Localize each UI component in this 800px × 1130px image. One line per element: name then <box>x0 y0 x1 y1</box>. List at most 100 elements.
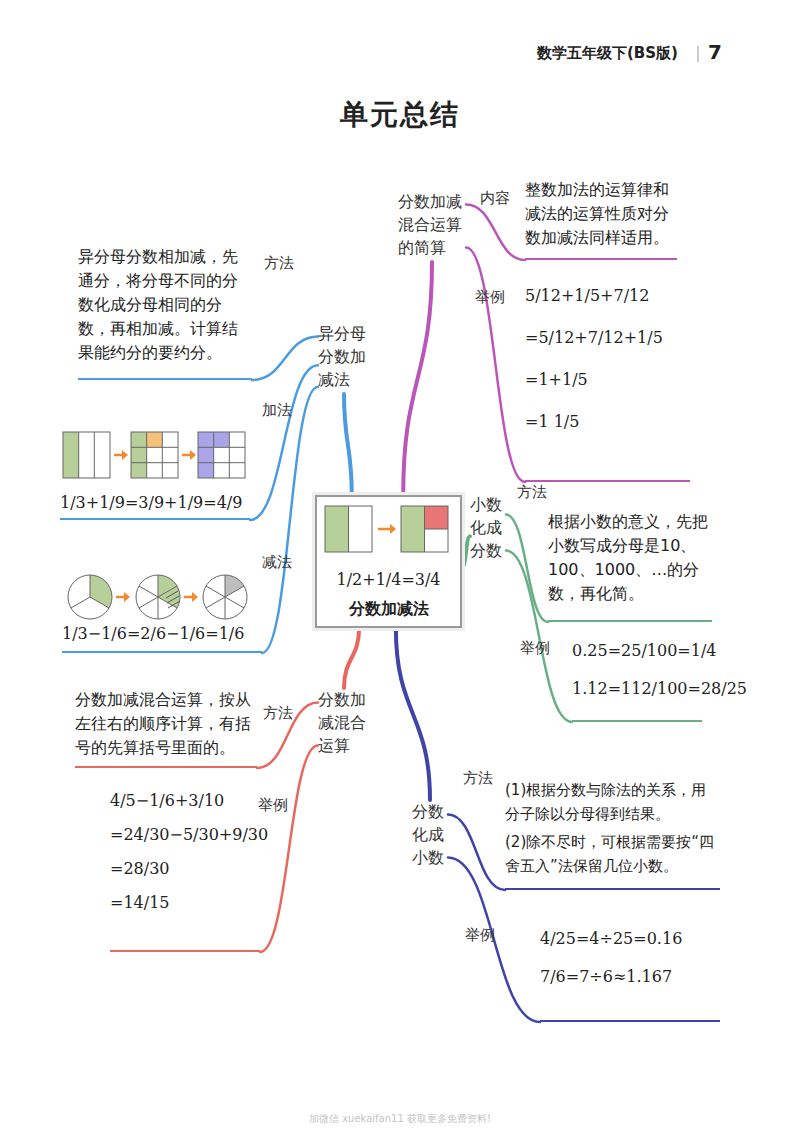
addition-illustration-part <box>78 432 79 478</box>
addition-illustration-part <box>198 432 214 478</box>
addition-illustration-part <box>198 432 245 478</box>
leaf-note: 举例0.25=25/100=1/41.12=112/100=28/25 <box>572 640 702 722</box>
subtraction-illustration-part <box>192 592 198 602</box>
addition-illustration <box>63 432 245 478</box>
note-text: (2)除不尽时，可根据需要按“四舍五入”法保留几位小数。 <box>505 830 720 878</box>
subtraction-illustration-part <box>158 575 180 608</box>
subtraction-illustration-part <box>206 586 225 597</box>
branch-label: 方法 <box>264 253 294 273</box>
branch-connector <box>506 515 548 622</box>
subtraction-illustration-part <box>158 575 159 597</box>
note-text: 根据小数的意义，先把小数写成分母是10、100、1000、…的分数，再化简。 <box>548 510 712 606</box>
addition-illustration-part <box>213 432 214 478</box>
branch-connector <box>466 204 525 260</box>
watermark: 加微信 xuekaifan11 获取更多免费资料! <box>0 1112 800 1126</box>
branch-topic: 分数化成小数 <box>412 800 448 872</box>
topic-text: 异分母分数加减法 <box>318 322 370 391</box>
subtraction-illustration <box>68 575 247 619</box>
subtraction-illustration-part <box>225 597 226 619</box>
leaf-body: 异分母分数相加减，先通分，将分母不同的分数化成分母相同的分数，再相加减。计算结果… <box>78 245 252 365</box>
math-line: 1/3−1/6=2/6−1/6=1/6 <box>62 623 262 645</box>
leaf-body: 1/3+1/9=3/9+1/9=4/9 <box>60 420 250 514</box>
math-line: 1.12=112/100=28/25 <box>572 678 702 700</box>
branch-connector <box>448 858 540 1022</box>
subtraction-illustration-part <box>158 597 159 619</box>
leaf-body: 4/25=4÷25=0.16 7/6=7÷6≈1.167 <box>540 928 720 988</box>
branch-connector <box>260 746 318 952</box>
addition-illustration-part <box>198 462 245 463</box>
branch-connector <box>396 628 430 800</box>
leaf-note: 举例4/5−1/6+3/10=24/30−5/30+9/30=28/30=14/… <box>110 790 260 952</box>
page-number: 7 <box>708 40 722 64</box>
addition-illustration-part <box>198 447 245 448</box>
branch-topic: 分数加减混合运算 <box>318 688 370 760</box>
branch-connector <box>250 365 318 520</box>
leaf-note: 举例5/12+1/5+7/12=5/12+7/12+1/5=1+1/5=1 1/… <box>525 285 690 482</box>
addition-illustration-part <box>94 432 95 478</box>
math-line: 7/6=7÷6≈1.167 <box>540 966 720 988</box>
leaf-body: 根据小数的意义，先把小数写成分母是10、100、1000、…的分数，再化简。 <box>548 510 712 606</box>
math-line: 1/3+1/9=3/9+1/9=4/9 <box>60 492 250 514</box>
leaf-note: 方法(1)根据分数与除法的关系，用分子除以分母得到结果。(2)除不尽时，可根据需… <box>505 778 720 890</box>
topic-title: 分数加减法 <box>317 599 460 620</box>
subtraction-illustration-part <box>168 601 180 608</box>
subtraction-illustration-part <box>68 575 112 619</box>
page-title: 单元总结 <box>0 96 800 134</box>
addition-illustration-part <box>114 454 124 457</box>
addition-illustration-part <box>214 432 230 447</box>
subtraction-illustration-part <box>225 597 244 608</box>
formula: 1/2+1/4=3/4 <box>317 569 460 591</box>
math-line: =5/12+7/12+1/5 <box>525 327 690 349</box>
header-separator <box>698 46 699 62</box>
math-line: =28/30 <box>110 858 260 880</box>
branch-connector <box>344 394 352 495</box>
subtraction-illustration-part <box>90 575 112 608</box>
branch-connector <box>252 336 318 380</box>
branch-label: 举例 <box>520 638 550 658</box>
addition-illustration-part <box>131 447 178 448</box>
branch-label: 内容 <box>480 188 510 208</box>
branch-topic: 小数化成分数 <box>470 493 506 565</box>
addition-illustration-part <box>229 432 230 478</box>
branch-label: 举例 <box>258 795 288 815</box>
topic-text: 分数加减混合运算的简算 <box>398 190 466 259</box>
branch-connector <box>462 536 470 568</box>
leaf-note: 内容整数加法的运算律和减法的运算性质对分数加减法同样适用。 <box>525 178 677 260</box>
subtraction-illustration-part <box>225 575 226 597</box>
branch-label: 举例 <box>465 925 495 945</box>
topic-text: 分数加减混合运算 <box>318 688 370 757</box>
subtraction-illustration-part <box>203 575 247 619</box>
subtraction-illustration-part <box>206 597 225 608</box>
leaf-note: 加法1/3+1/9=3/9+1/9=4/9 <box>60 420 250 520</box>
math-line: 5/12+1/5+7/12 <box>525 285 690 307</box>
branch-connector <box>262 387 318 653</box>
math-line: =24/30−5/30+9/30 <box>110 824 260 846</box>
leaf-note: 方法根据小数的意义，先把小数写成分母是10、100、1000、…的分数，再化简。 <box>548 510 712 622</box>
subtraction-illustration-part <box>139 586 158 597</box>
leaf-body: 5/12+1/5+7/12 =5/12+7/12+1/5 =1+1/5 =1 1/5 <box>525 285 690 433</box>
math-line: 4/25=4÷25=0.16 <box>540 928 720 950</box>
branch-connector <box>257 702 318 768</box>
leaf-body: 1/3−1/6=2/6−1/6=1/6 <box>62 565 262 645</box>
subtraction-illustration-part <box>71 597 90 608</box>
addition-illustration-part <box>122 450 128 460</box>
subtraction-illustration-part <box>90 597 109 608</box>
leaf-note: 方法分数加减混合运算，按从左往右的顺序计算，有括号的先算括号里面的。 <box>75 688 257 768</box>
subtraction-illustration-part <box>139 597 158 608</box>
math-line: 4/5−1/6+3/10 <box>110 790 260 812</box>
book-header: 数学五年级下(BS版) <box>537 44 678 63</box>
subtraction-illustration-part <box>167 596 179 603</box>
branch-label: 减法 <box>262 552 292 572</box>
addition-illustration-part <box>190 450 196 460</box>
branch-label: 方法 <box>517 482 547 502</box>
addition-illustration-part <box>147 432 163 447</box>
leaf-note: 举例4/25=4÷25=0.167/6=7÷6≈1.167 <box>540 928 720 1022</box>
leaf-note: 方法异分母分数相加减，先通分，将分母不同的分数化成分母相同的分数，再相加减。计算… <box>78 245 252 380</box>
subtraction-illustration-part <box>124 592 130 602</box>
note-text: 异分母分数相加减，先通分，将分母不同的分数化成分母相同的分数，再相加减。计算结果… <box>78 245 252 365</box>
leaf-body: 分数加减混合运算，按从左往右的顺序计算，有括号的先算括号里面的。 <box>75 688 257 760</box>
math-line: =1+1/5 <box>525 369 690 391</box>
addition-illustration-part <box>131 462 178 463</box>
math-line: =1 1/5 <box>525 411 690 433</box>
subtraction-illustration-part <box>166 591 178 598</box>
